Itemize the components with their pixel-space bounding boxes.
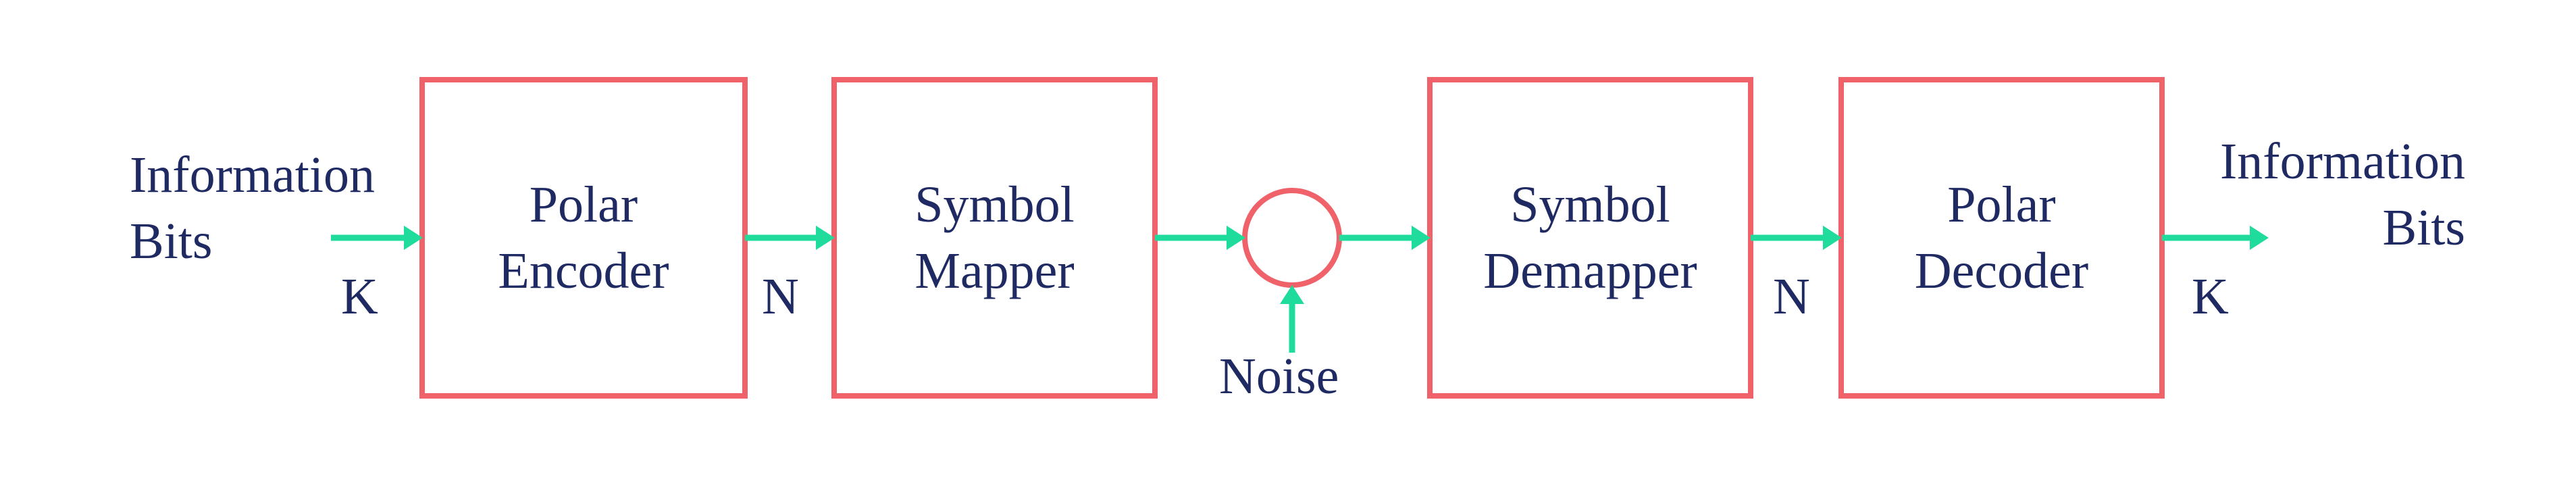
polar-encoder-line2: Encoder: [498, 243, 669, 299]
symbol-mapper-line2: Mapper: [915, 243, 1075, 299]
polar-decoder-line2: Decoder: [1914, 243, 2089, 299]
output-label-line1: Information: [2219, 133, 2465, 190]
noise-label: Noise: [1219, 348, 1339, 405]
input-label: Information Bits: [130, 142, 375, 274]
polar-decoder-label: Polar Decoder: [1841, 80, 2162, 396]
noise-adder-circle: [1242, 188, 1342, 288]
edge-label-n-2: N: [1773, 268, 1810, 325]
symbol-demapper-line2: Demapper: [1483, 243, 1697, 299]
polar-encoder-line1: Polar: [529, 176, 638, 233]
edge-label-k-in: K: [341, 268, 378, 325]
output-label: Information Bits: [2198, 128, 2465, 261]
polar-decoder-line1: Polar: [1947, 176, 2056, 233]
edge-label-n-1: N: [762, 268, 799, 325]
symbol-demapper-label: Symbol Demapper: [1430, 80, 1751, 396]
output-label-line2: Bits: [2382, 199, 2466, 256]
symbol-mapper-label: Symbol Mapper: [834, 80, 1155, 396]
input-label-line2: Bits: [130, 213, 213, 270]
input-label-line1: Information: [130, 147, 376, 203]
polar-encoder-label: Polar Encoder: [422, 80, 745, 396]
symbol-demapper-line1: Symbol: [1510, 176, 1670, 233]
symbol-mapper-line1: Symbol: [915, 176, 1075, 233]
edge-label-k-out: K: [2192, 268, 2229, 325]
